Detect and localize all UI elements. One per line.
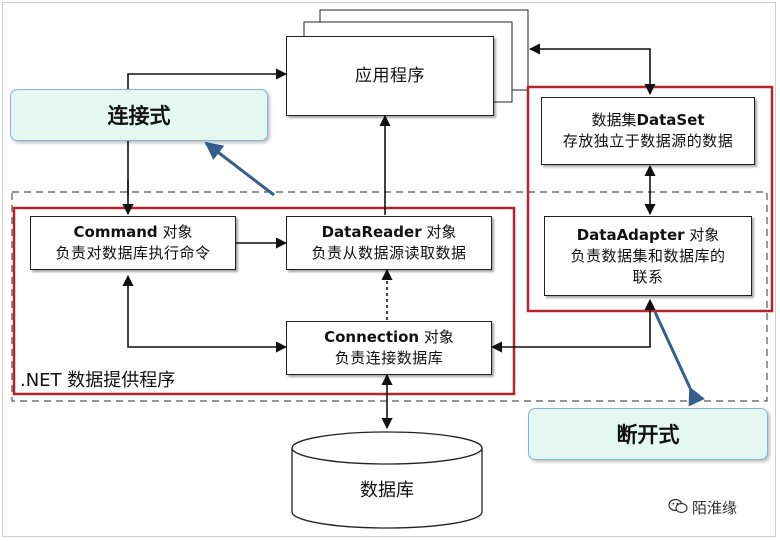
- callout-disconnected: 断开式: [528, 408, 768, 460]
- dataset-box: 数据集DataSet 存放独立于数据源的数据: [541, 97, 755, 165]
- dataadapter-desc-line1: 负责数据集和数据库的: [570, 246, 726, 265]
- connection-title: Connection 对象: [324, 328, 454, 346]
- dataset-desc: 存放独立于数据源的数据: [562, 132, 734, 150]
- wechat-icon: [668, 498, 688, 518]
- command-desc: 负责对数据库执行命令: [55, 244, 211, 262]
- command-box: Command 对象 负责对数据库执行命令: [30, 216, 236, 270]
- database-label: 数据库: [360, 480, 414, 501]
- provider-dashed-region: [11, 191, 768, 402]
- app-title: 应用程序: [355, 65, 425, 86]
- arrow-command-connection: [122, 274, 288, 353]
- command-title: Command 对象: [73, 223, 193, 241]
- arrow-command-to-app: [127, 68, 288, 196]
- connection-box: Connection 对象 负责连接数据库: [286, 321, 492, 375]
- arrow-dataadapter-connection: [490, 298, 656, 353]
- dataadapter-box: DataAdapter 对象 负责数据集和数据库的 联系: [544, 216, 752, 296]
- arrow-app-dataset: [528, 43, 656, 96]
- callout-connected: 连接式: [10, 89, 268, 141]
- provider-label: .NET 数据提供程序: [20, 370, 176, 391]
- datareader-title: DataReader 对象: [321, 223, 457, 241]
- datareader-desc: 负责从数据源读取数据: [311, 244, 467, 262]
- dataset-title: 数据集DataSet: [591, 111, 705, 129]
- pointer-connected: [204, 141, 275, 197]
- watermark-text: 陌淮缘: [692, 499, 738, 517]
- database-cylinder: [291, 431, 483, 529]
- dataadapter-title: DataAdapter 对象: [576, 225, 720, 244]
- connection-desc: 负责连接数据库: [334, 349, 444, 367]
- datareader-box: DataReader 对象 负责从数据源读取数据: [286, 216, 492, 270]
- app-box: 应用程序: [286, 36, 494, 116]
- dataadapter-desc-line2: 联系: [632, 267, 664, 286]
- pointer-disconnected: [653, 311, 705, 407]
- watermark: 陌淮缘: [668, 497, 737, 518]
